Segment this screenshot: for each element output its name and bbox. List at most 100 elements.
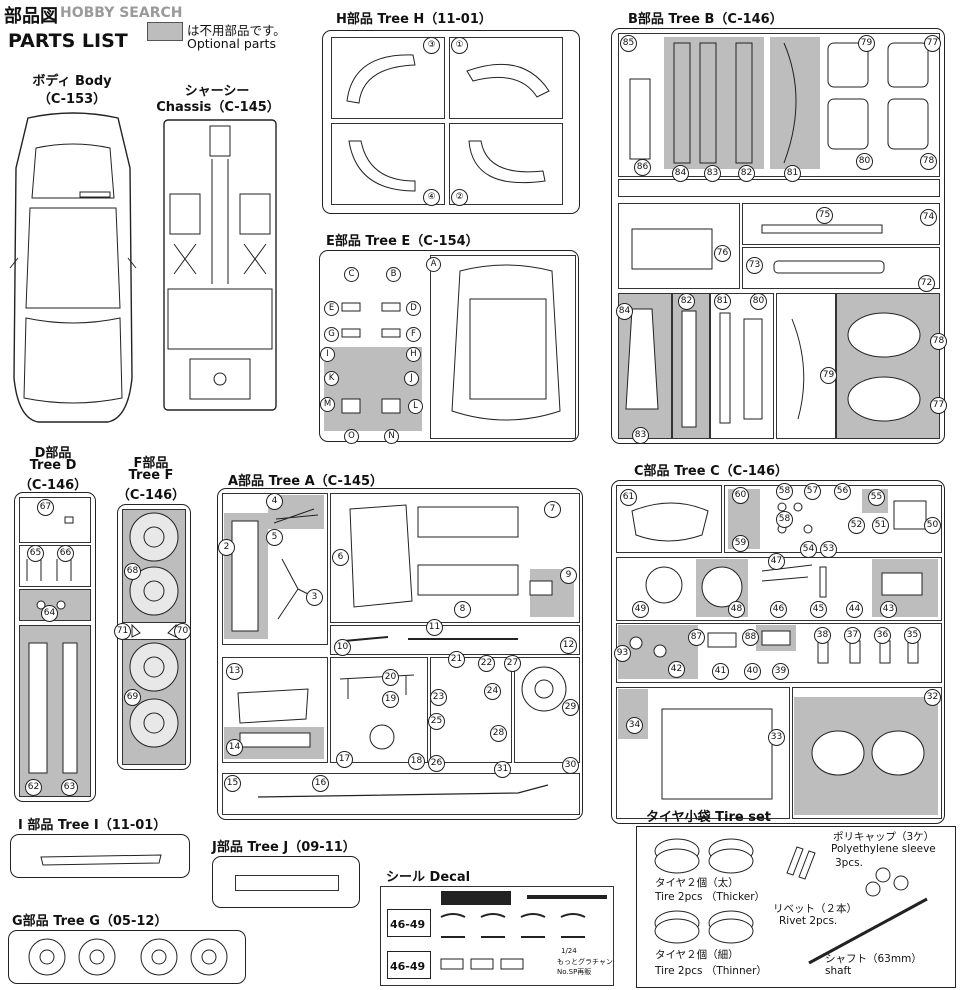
part-letter: G bbox=[324, 327, 339, 342]
part-letter: I bbox=[320, 347, 335, 362]
tree-j-plate bbox=[235, 875, 339, 891]
part-num: 64 bbox=[41, 605, 58, 622]
tree-d-shapes bbox=[26, 516, 78, 774]
part-num: ② bbox=[451, 189, 468, 206]
decal-plate-1: 46-49 bbox=[387, 909, 431, 937]
part-num: 86 bbox=[634, 159, 651, 176]
tree-c-frame: 61 60 58 57 56 55 58 52 51 50 59 54 53 4… bbox=[611, 480, 945, 824]
part-num: 46 bbox=[770, 601, 787, 618]
tree-b-cell-bot-3 bbox=[710, 293, 774, 439]
part-num: 15 bbox=[224, 775, 241, 792]
part-num: 68 bbox=[124, 563, 141, 580]
poly-en-2: 3pcs. bbox=[835, 857, 863, 869]
part-num: 52 bbox=[848, 517, 865, 534]
part-num: 61 bbox=[620, 489, 637, 506]
thin-en: Tire 2pcs （Thinner） bbox=[655, 965, 767, 977]
poly-en-1: Polyethylene sleeve bbox=[831, 843, 936, 855]
part-num: 60 bbox=[732, 487, 749, 504]
decal-plate-text: 46-49 bbox=[390, 960, 426, 973]
part-num: 43 bbox=[880, 601, 897, 618]
part-num: 58 bbox=[776, 483, 793, 500]
part-num: 67 bbox=[37, 499, 54, 516]
part-num: 75 bbox=[816, 207, 833, 224]
title-en: PARTS LIST bbox=[8, 30, 128, 52]
tree-f-frame: 68 71 70 69 bbox=[114, 504, 191, 770]
tree-b-strip bbox=[618, 179, 940, 197]
part-num: 16 bbox=[312, 775, 329, 792]
tree-e-gray bbox=[324, 347, 422, 431]
part-num: 29 bbox=[562, 699, 579, 716]
tree-d-code: （C-146） bbox=[18, 478, 88, 493]
tree-d-cell-1 bbox=[19, 497, 91, 543]
part-letter: F bbox=[406, 327, 421, 342]
tree-h-label: H部品 Tree H（11-01） bbox=[336, 12, 492, 27]
part-num: 71 bbox=[114, 623, 131, 640]
part-num: 79 bbox=[858, 35, 875, 52]
part-num: 24 bbox=[484, 683, 501, 700]
part-num: 48 bbox=[728, 601, 745, 618]
part-num: 82 bbox=[738, 165, 755, 182]
chassis-drawing bbox=[163, 119, 277, 411]
part-num: 17 bbox=[336, 751, 353, 768]
part-num: 4 bbox=[266, 493, 283, 510]
tire-set-label: タイヤ小袋 Tire set bbox=[646, 810, 771, 825]
tree-c-shapes bbox=[629, 500, 927, 800]
rivet-jp: リベット（２本） bbox=[773, 903, 857, 915]
body-drawing bbox=[9, 112, 137, 423]
part-letter: K bbox=[324, 371, 339, 386]
title-jp: 部品図 bbox=[4, 6, 58, 27]
part-num: 77 bbox=[930, 397, 947, 414]
part-num: 22 bbox=[478, 655, 495, 672]
tire-set-frame: ポリキャップ（3ケ） Polyethylene sleeve 3pcs. タイヤ… bbox=[636, 826, 956, 988]
decal-sheet: 46-49 46-49 1/24 もっとグラチャン No.SP再販 bbox=[380, 886, 614, 986]
decal-plate-2: 46-49 bbox=[387, 951, 431, 979]
tree-j-frame bbox=[212, 856, 360, 908]
part-num: 62 bbox=[25, 779, 42, 796]
part-num: 30 bbox=[562, 757, 579, 774]
part-num: 37 bbox=[844, 627, 861, 644]
tree-j-label: J部品 Tree J（09-11） bbox=[212, 840, 356, 855]
part-num: 42 bbox=[668, 661, 685, 678]
tree-b-shapes bbox=[625, 42, 929, 428]
body-label: ボディ Body bbox=[32, 74, 112, 89]
part-num: 9 bbox=[560, 567, 577, 584]
part-num: 76 bbox=[714, 245, 731, 262]
chassis-label-jp: シャーシー bbox=[184, 84, 250, 99]
part-num: 7 bbox=[544, 501, 561, 518]
legend-jp: は不用部品です。 bbox=[187, 23, 286, 38]
decal-note-3: No.SP再販 bbox=[557, 968, 592, 976]
part-num: 70 bbox=[174, 623, 191, 640]
thick-en: Tire 2pcs （Thicker） bbox=[655, 891, 766, 903]
part-num: 44 bbox=[846, 601, 863, 618]
tree-f-label-2: Tree F bbox=[128, 468, 174, 483]
tree-d-label-2: Tree D bbox=[29, 458, 77, 473]
decal-logo bbox=[441, 891, 511, 905]
part-letter: D bbox=[406, 301, 421, 316]
part-num: 25 bbox=[428, 713, 445, 730]
part-letter: H bbox=[406, 347, 421, 362]
tree-a-cell-6 bbox=[430, 657, 512, 763]
shaft-jp: シャフト（63mm） bbox=[825, 953, 922, 965]
tire-set-drawing bbox=[654, 838, 928, 965]
tree-f-wheels bbox=[129, 512, 179, 748]
part-num: 81 bbox=[784, 165, 801, 182]
part-num: 93 bbox=[614, 645, 631, 662]
part-num: 85 bbox=[620, 35, 637, 52]
tree-h-fenders bbox=[346, 54, 550, 192]
part-num: 72 bbox=[918, 275, 935, 292]
tree-a-label: A部品 Tree A（C-145） bbox=[228, 474, 384, 489]
rivet-en: Rivet 2pcs. bbox=[779, 915, 838, 927]
part-num: 19 bbox=[382, 691, 399, 708]
tree-f-label-1: F部品 bbox=[133, 456, 169, 471]
decal-plate-text: 46-49 bbox=[390, 918, 426, 931]
part-letter: M bbox=[320, 397, 335, 412]
tree-i-frame bbox=[10, 834, 190, 878]
decal-marks bbox=[440, 913, 586, 970]
tree-h-frame: ③ ① ④ ② bbox=[322, 30, 580, 214]
decal-label: シール Decal bbox=[386, 870, 471, 885]
part-num: 31 bbox=[494, 761, 511, 778]
part-num: 74 bbox=[920, 209, 937, 226]
part-num: 83 bbox=[704, 165, 721, 182]
tree-f-code: （C-146） bbox=[116, 488, 186, 503]
body-code: （C-153） bbox=[37, 92, 107, 107]
